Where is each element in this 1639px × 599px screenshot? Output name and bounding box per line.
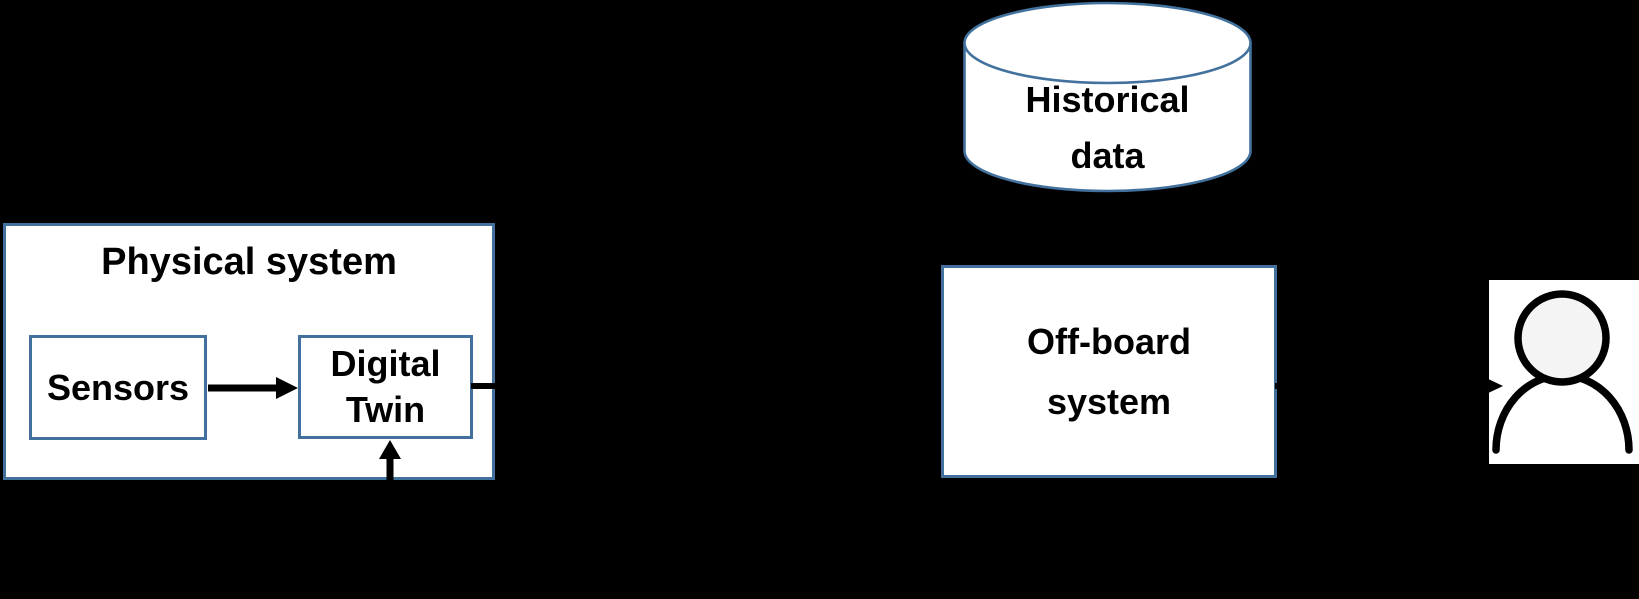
sensors-label: Sensors xyxy=(46,366,190,408)
offboard-system-label-line2: system xyxy=(1046,380,1172,422)
digital-twin-label-line1: Digital xyxy=(330,343,441,384)
digital-twin-box: Digital Twin xyxy=(298,335,473,439)
digital-twin-to-offboard-arrow xyxy=(471,376,941,396)
offboard-system-box: Off-board system xyxy=(941,265,1277,478)
person-icon xyxy=(1492,290,1633,454)
historical-data-label-line1: Historical xyxy=(1025,79,1190,120)
physical-system-title: Physical system xyxy=(101,241,397,283)
offboard-system-label-line1: Off-board xyxy=(1027,320,1191,362)
user-card xyxy=(1489,280,1639,464)
digital-twin-label-line2: Twin xyxy=(345,389,426,430)
historical-data-label-line2: data xyxy=(1070,135,1145,176)
historical-data-label: Historical data xyxy=(963,72,1252,184)
database-cylinder-icon xyxy=(963,1,1252,193)
offboard-to-user-arrow xyxy=(1275,376,1503,396)
physical-system-box: Physical system Sensors Digital Twin xyxy=(3,223,495,480)
sensors-box: Sensors xyxy=(29,335,207,440)
